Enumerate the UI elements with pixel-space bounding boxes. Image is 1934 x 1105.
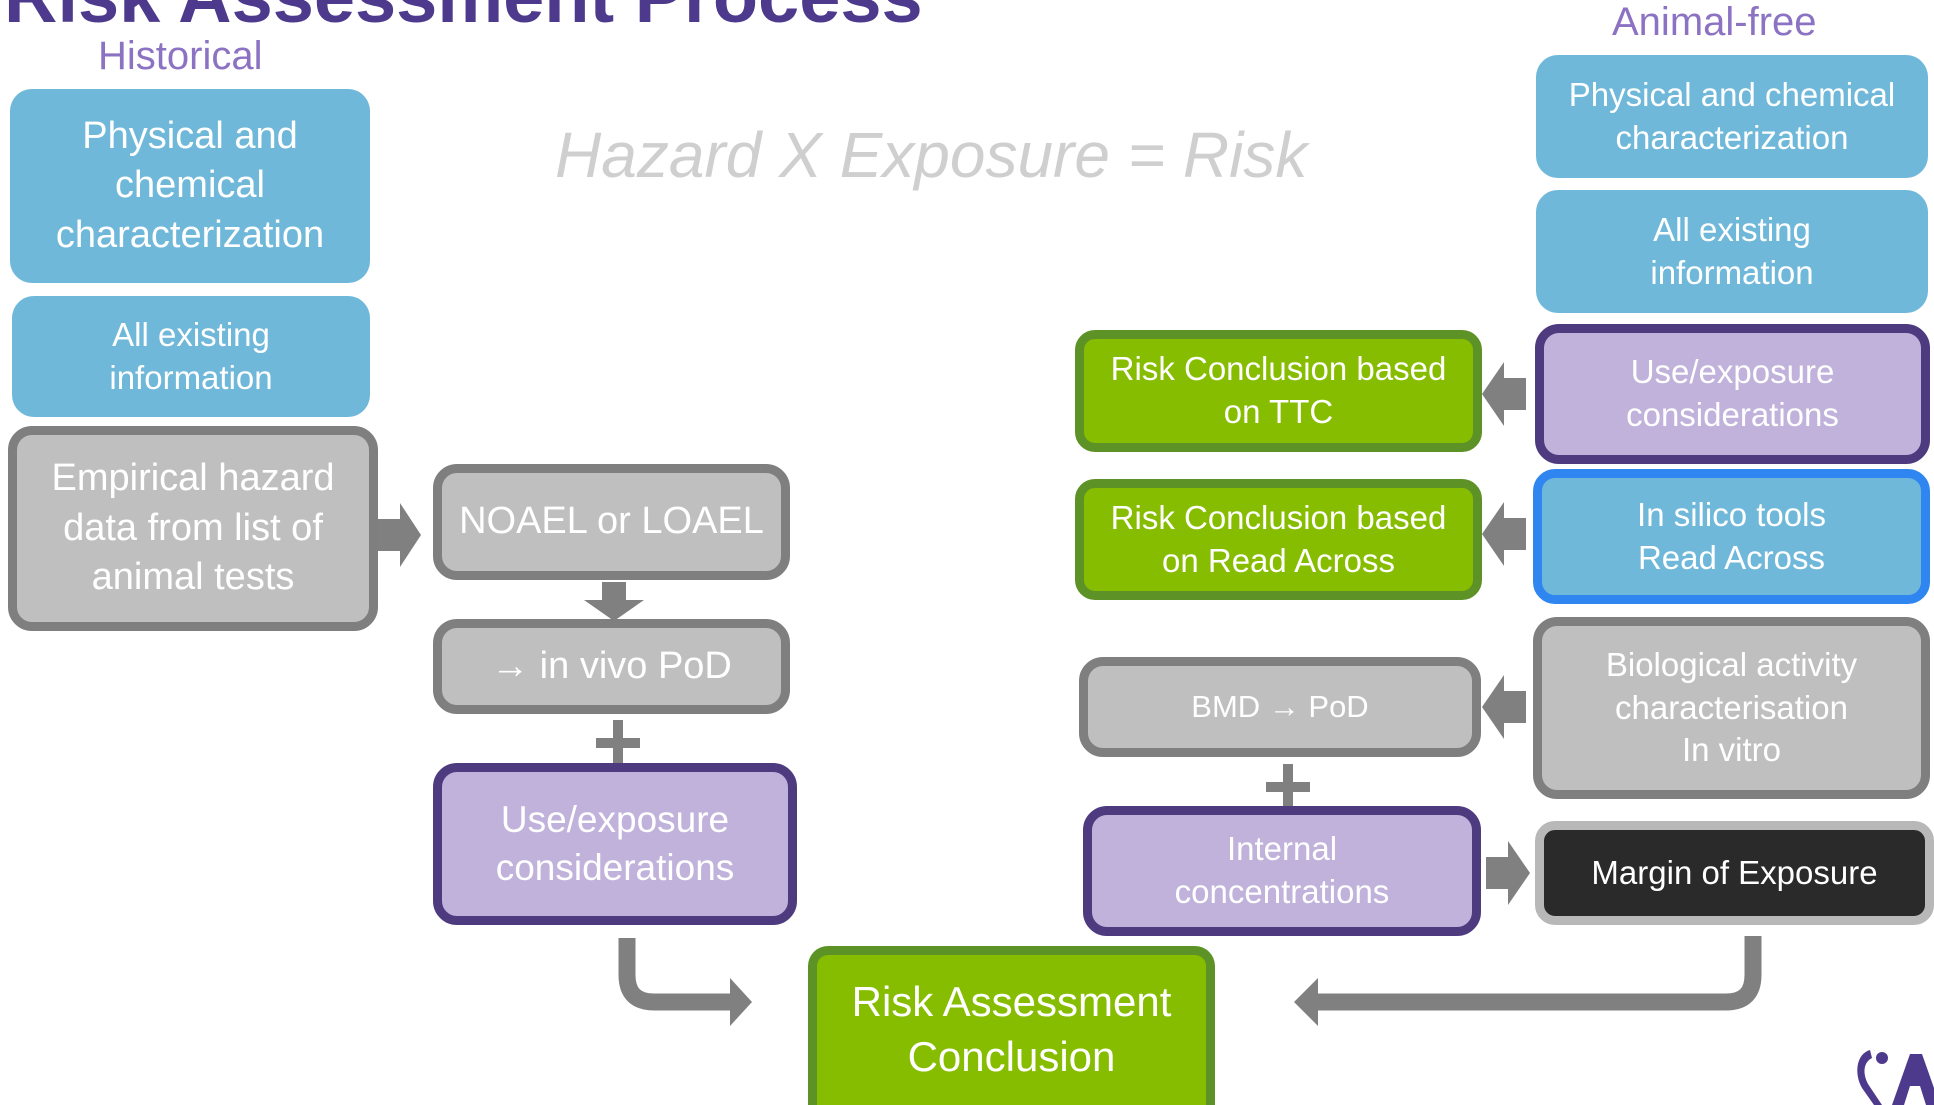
risk-conclusion-read-across-box: Risk Conclusion based on Read Across [1075,479,1482,600]
historical-all-info-box: All existing information [12,296,370,417]
biological-activity-box: Biological activity characterisation In … [1533,617,1930,799]
internal-concentrations-box: Internal concentrations [1083,806,1481,936]
arrow-left-icon [1482,362,1526,426]
in-vivo-pod-box: → in vivo PoD [433,619,790,714]
historical-use-exposure-box: Use/exposure considerations [433,763,797,925]
organization-logo [1857,1050,1934,1105]
connector-left [618,938,732,1011]
risk-assessment-conclusion-box: Risk Assessment Conclusion [808,946,1215,1105]
arrow-right-icon [730,978,752,1026]
risk-conclusion-ttc-box: Risk Conclusion based on TTC [1075,330,1482,452]
bmd-pod-box: BMD → PoD [1079,657,1481,757]
historical-phys-chem-box: Physical and chemical characterization [10,89,370,283]
empirical-hazard-box: Empirical hazard data from list of anima… [8,426,378,631]
margin-of-exposure-box: Margin of Exposure [1535,821,1934,925]
in-silico-tools-box: In silico tools Read Across [1533,469,1930,604]
arrow-left-icon [1482,502,1526,566]
arrow-down-icon [584,582,644,621]
noael-loael-box: NOAEL or LOAEL [433,464,790,580]
formula-text: Hazard X Exposure = Risk [555,119,1308,191]
arrow-right-icon [378,503,421,567]
animal-free-all-info-box: All existing information [1536,190,1928,313]
arrow-left-icon [1482,675,1526,739]
animal-free-title: Animal-free [1612,0,1817,44]
arrow-left-icon [1294,978,1318,1026]
historical-title: Historical [98,34,263,78]
page-title: Risk Assessment Process [4,0,923,39]
connector-right [1316,936,1762,1011]
arrow-right-icon [1486,841,1530,905]
animal-free-phys-chem-box: Physical and chemical characterization [1536,55,1928,178]
animal-free-use-exposure-box: Use/exposure considerations [1535,324,1930,464]
